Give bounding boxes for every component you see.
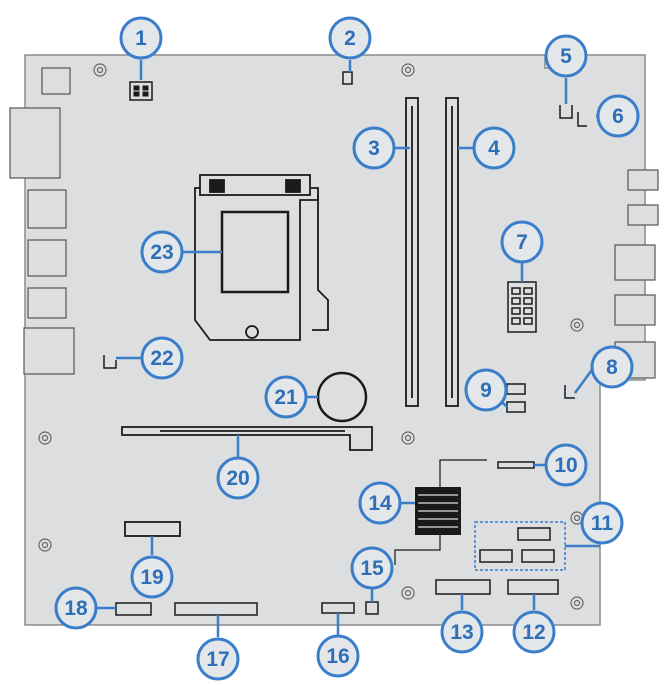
callout-circle [316,634,360,678]
callout-number: 8 [606,356,618,379]
bottom-headers [115,579,559,616]
callout-9: 9 [464,368,508,412]
callout-circle [464,368,508,412]
callout-circle [196,637,240,681]
callout-number: 22 [150,347,173,370]
callout-number: 16 [326,645,349,668]
callout-circle [54,586,98,630]
callout-number: 7 [516,231,528,254]
callout-circle [472,126,516,170]
callout-circle [130,555,174,599]
callout-circle [440,610,484,654]
callout-number: 21 [274,386,298,409]
callout-3: 3 [352,126,396,170]
callout-circle [140,336,184,380]
callout-circle [352,126,396,170]
chipset [394,459,487,565]
motherboard-outline [24,54,646,626]
callout-circle [358,481,402,525]
callout-number: 6 [612,105,624,128]
rear-io-ports [9,67,75,375]
callout-circle [328,16,372,60]
callout-number: 15 [360,557,384,580]
callout-circle [500,220,544,264]
callout-number: 13 [450,621,473,644]
callout-circle [544,34,588,78]
callout-number: 4 [488,137,500,160]
callout-13: 13 [440,610,484,654]
callout-number: 23 [150,241,173,264]
callout-circle [580,501,624,545]
callout-circle [596,94,640,138]
callout-circle [512,610,556,654]
callout-7: 7 [500,220,544,264]
callout-20: 20 [216,456,260,500]
callout-number: 10 [554,454,577,477]
callout-number: 9 [480,379,492,402]
callout-12: 12 [512,610,556,654]
callout-number: 20 [226,467,249,490]
callout-2: 2 [328,16,372,60]
callout-number: 14 [368,492,392,515]
callout-number: 19 [140,566,163,589]
coin-battery [316,371,368,423]
callout-17: 17 [196,637,240,681]
callout-number: 18 [64,597,88,620]
callout-19: 19 [130,555,174,599]
sata-connectors [474,521,566,571]
callout-10: 10 [544,443,588,487]
small-connectors [103,71,587,469]
callout-circle [119,16,163,60]
callout-leaders [97,60,610,637]
cpu-socket [194,174,329,341]
callout-number: 3 [368,137,380,160]
callout-21: 21 [264,375,308,419]
callout-4: 4 [472,126,516,170]
callout-18: 18 [54,586,98,630]
callout-number: 1 [135,27,147,50]
callout-5: 5 [544,34,588,78]
callout-circle [350,546,394,590]
callout-14: 14 [358,481,402,525]
callout-number: 12 [522,621,545,644]
callout-1: 1 [119,16,163,60]
callout-23: 23 [140,230,184,274]
callout-6: 6 [596,94,640,138]
callout-circle [590,345,634,389]
pcie-x16-slot [121,426,373,451]
callout-circle [216,456,260,500]
mounting-holes [38,63,584,610]
callout-15: 15 [350,546,394,590]
callout-16: 16 [316,634,360,678]
callout-8: 8 [590,345,634,389]
callout-circle [140,230,184,274]
memory-slots [405,97,459,407]
callout-circle [544,443,588,487]
callout-number: 17 [206,648,229,671]
callout-number: 11 [591,512,614,535]
callout-number: 2 [344,27,356,50]
callout-number: 5 [560,45,572,68]
callout-circle [264,375,308,419]
callout-11: 11 [580,501,624,545]
callout-22: 22 [140,336,184,380]
m2-slot [124,521,181,537]
power-connector [507,281,537,333]
